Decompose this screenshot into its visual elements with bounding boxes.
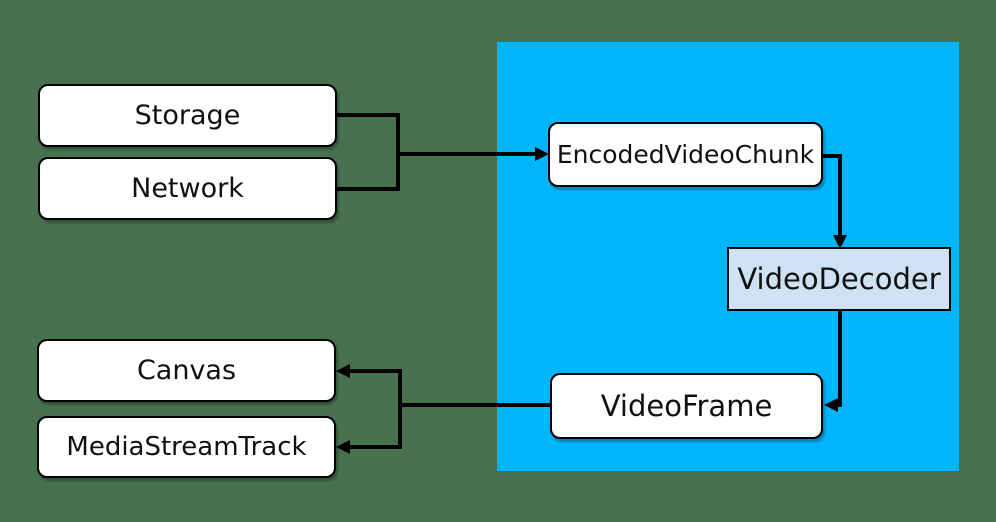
- node-network: Network: [38, 157, 337, 220]
- node-network-label: Network: [131, 173, 244, 204]
- node-storage: Storage: [38, 84, 337, 147]
- node-storage-label: Storage: [134, 100, 241, 131]
- node-video-decoder: VideoDecoder: [727, 247, 951, 311]
- node-canvas-label: Canvas: [136, 355, 237, 386]
- node-encoded-video-chunk: EncodedVideoChunk: [548, 122, 823, 187]
- arrowhead-into-video-frame: [824, 398, 838, 412]
- node-canvas: Canvas: [37, 339, 336, 402]
- arrowhead-into-canvas: [336, 364, 350, 378]
- connector-chunk-to-decoder: [822, 154, 842, 238]
- node-video-decoder-label: VideoDecoder: [737, 262, 941, 296]
- node-video-frame-label: VideoFrame: [600, 389, 773, 423]
- node-video-frame: VideoFrame: [550, 373, 823, 439]
- connector-decoder-to-frame: [836, 310, 842, 407]
- arrowhead-into-video-decoder: [833, 235, 847, 249]
- arrowhead-into-media-stream-track: [336, 440, 350, 454]
- node-media-stream-track-label: MediaStreamTrack: [66, 432, 307, 462]
- arrowhead-into-encoded-video-chunk: [535, 147, 549, 161]
- node-encoded-video-chunk-label: EncodedVideoChunk: [556, 140, 815, 169]
- node-media-stream-track: MediaStreamTrack: [37, 416, 336, 478]
